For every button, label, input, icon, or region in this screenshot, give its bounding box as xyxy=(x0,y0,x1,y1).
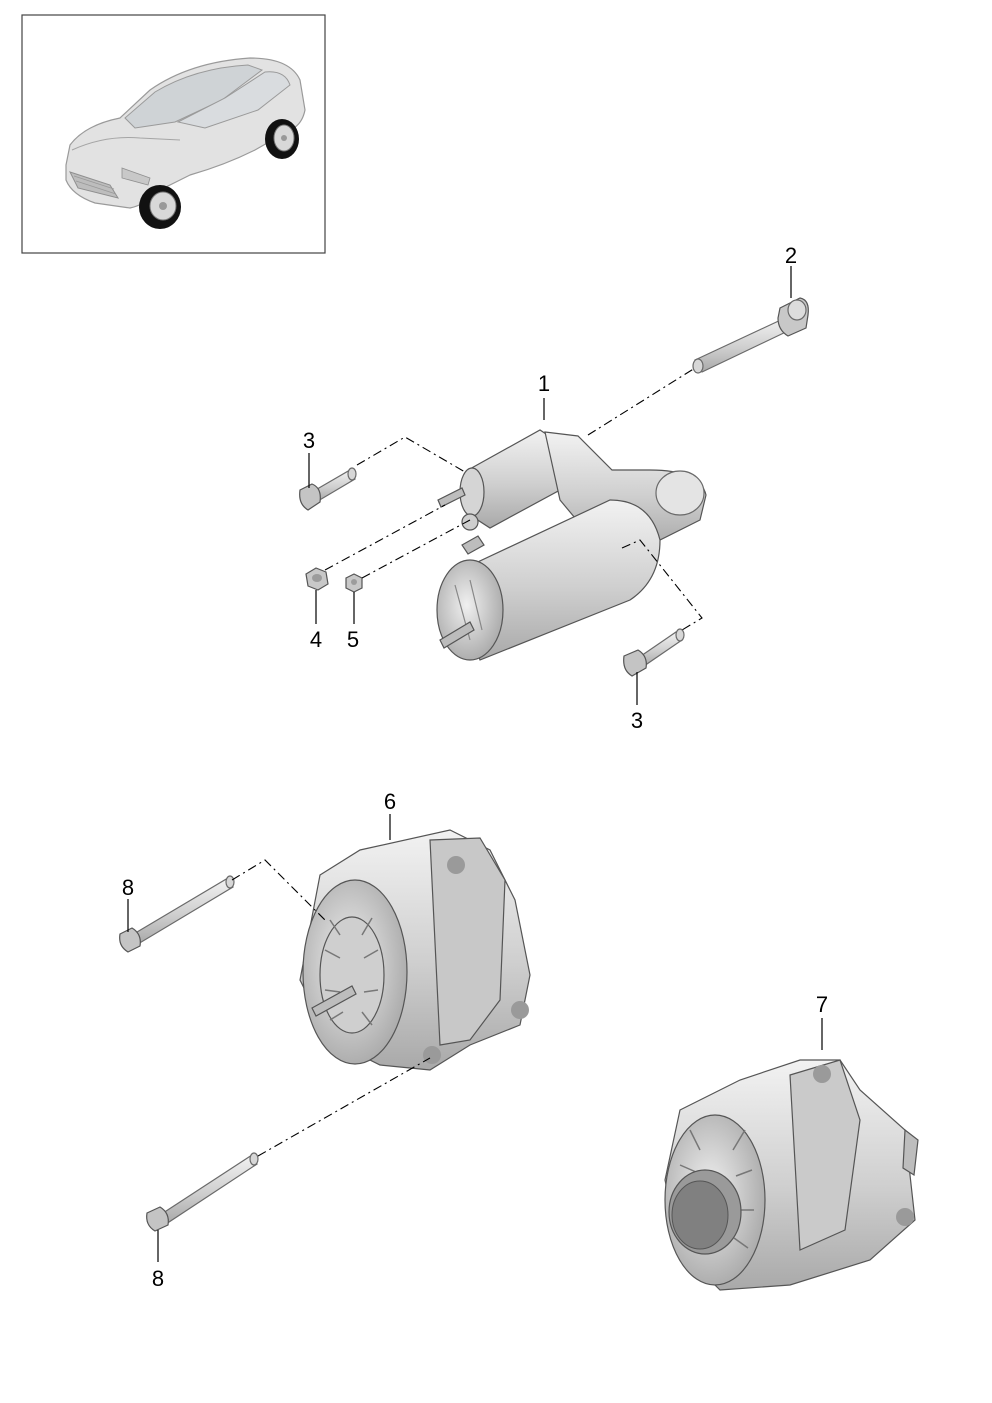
callout-8-upper: 8 xyxy=(122,875,134,900)
assembly-lines xyxy=(231,367,703,1157)
callout-8-lower: 8 xyxy=(152,1266,164,1291)
callout-4: 4 xyxy=(310,627,322,652)
callout-1: 1 xyxy=(538,371,550,396)
bolt-part-8-lower xyxy=(146,1152,259,1232)
leader-lines xyxy=(127,266,823,1262)
callout-labels: 1 2 3 3 4 5 6 7 8 8 xyxy=(122,243,828,1291)
starter-motor-part-1 xyxy=(436,429,707,661)
alternator-part-6 xyxy=(299,829,531,1071)
callout-2: 2 xyxy=(785,243,797,268)
vehicle-thumbnail xyxy=(21,14,326,254)
callout-5: 5 xyxy=(347,627,359,652)
nut-part-4 xyxy=(305,567,329,591)
bolt-part-3-lower xyxy=(623,628,685,677)
callout-6: 6 xyxy=(384,789,396,814)
long-bolt-part-2 xyxy=(692,297,809,374)
vehicle-icon xyxy=(65,57,306,229)
callout-3-lower: 3 xyxy=(631,708,643,733)
nut-part-5 xyxy=(345,573,363,593)
callout-3-upper: 3 xyxy=(303,428,315,453)
alternator-part-7 xyxy=(664,1059,919,1291)
bolt-part-8-upper xyxy=(119,875,235,953)
callout-7: 7 xyxy=(816,992,828,1017)
bolt-part-3-upper xyxy=(299,467,357,511)
